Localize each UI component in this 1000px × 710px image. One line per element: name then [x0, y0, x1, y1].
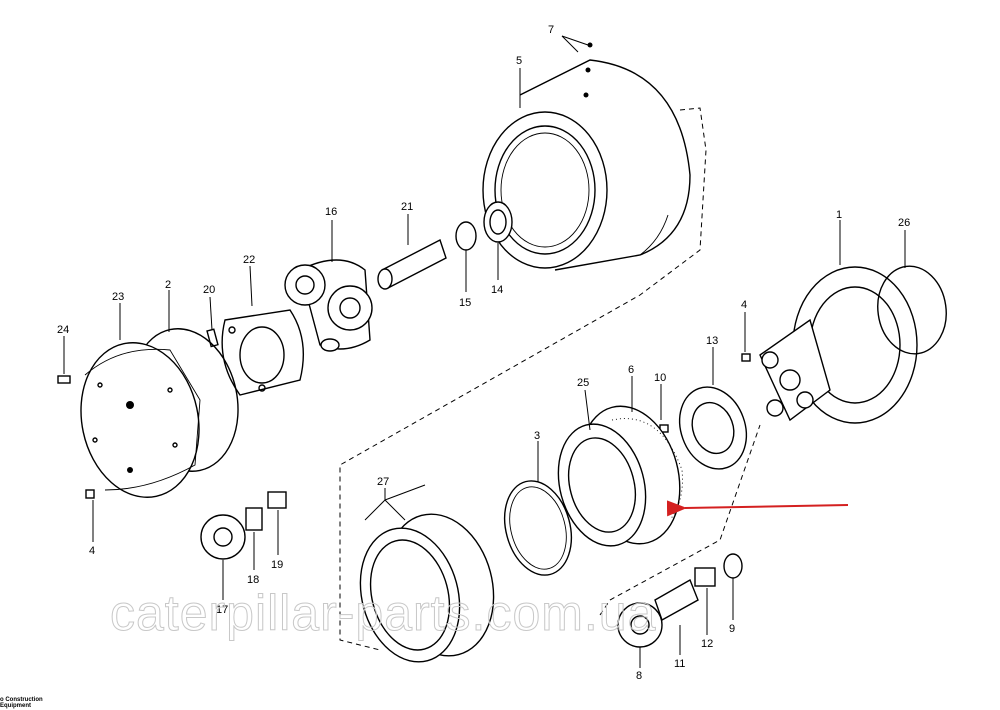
- label-6: 6: [628, 364, 634, 376]
- bolt-4-right: [741, 353, 751, 362]
- label-4-left: 4: [89, 545, 95, 557]
- motor-housing-1: [759, 266, 918, 424]
- bushing-12: [694, 567, 716, 587]
- pin-20: [206, 328, 219, 348]
- lock-ring-3: [503, 480, 573, 576]
- bolts-7: [583, 42, 593, 98]
- label-21: 21: [401, 201, 413, 213]
- label-2: 2: [165, 279, 171, 291]
- watermark-text: caterpillar-parts.com.ua: [110, 585, 656, 641]
- red-pointer-arrow: [666, 500, 849, 517]
- floating-seal-27: [359, 513, 495, 663]
- shaft-11: [654, 578, 699, 622]
- label-5: 5: [516, 55, 522, 67]
- snap-ring-15: [455, 221, 477, 251]
- footer-line-2: Equipment: [0, 703, 31, 709]
- label-16: 16: [325, 206, 337, 218]
- cover-plate-13: [678, 386, 748, 470]
- label-23: 23: [112, 291, 124, 303]
- label-20: 20: [203, 284, 215, 296]
- leader-lines: [63, 35, 906, 668]
- planet-carrier-16: [284, 259, 373, 352]
- label-15: 15: [459, 297, 471, 309]
- label-9: 9: [729, 623, 735, 635]
- needle-bearing-18: [245, 507, 263, 531]
- label-10: 10: [654, 372, 666, 384]
- label-26: 26: [898, 217, 910, 229]
- bushing-19: [267, 491, 287, 509]
- assembly-dash-upper: [339, 107, 707, 651]
- label-1: 1: [836, 209, 842, 221]
- label-4-right: 4: [741, 299, 747, 311]
- label-11: 11: [674, 658, 685, 670]
- label-14: 14: [491, 284, 503, 296]
- planet-gear-17: [200, 514, 246, 560]
- label-25: 25: [577, 377, 589, 389]
- label-8: 8: [636, 670, 642, 682]
- footer-line-1: o Construction: [0, 697, 43, 703]
- label-19: 19: [271, 559, 283, 571]
- sun-gear-14: [483, 201, 513, 243]
- bolt-24: [57, 375, 71, 384]
- label-18: 18: [247, 574, 259, 586]
- label-17: 17: [216, 604, 228, 616]
- washer-9: [723, 553, 743, 579]
- assembly-dash-lower: [599, 424, 761, 616]
- thrust-plate-22: [221, 309, 305, 396]
- label-13: 13: [706, 335, 718, 347]
- bearing-25: [557, 405, 681, 547]
- label-27: 27: [377, 476, 389, 488]
- part-number-labels: 1 2 3 4 4 5 6 7 8 9 10 11 12 13 14 15 16…: [57, 24, 910, 682]
- label-22: 22: [243, 254, 255, 266]
- cover-23: [80, 342, 201, 498]
- label-7: 7: [548, 24, 554, 36]
- o-ring-26: [877, 265, 947, 355]
- bolt-4-left: [85, 489, 95, 499]
- label-12: 12: [701, 638, 713, 650]
- label-24: 24: [57, 324, 69, 336]
- shaft-21: [377, 239, 447, 290]
- ring-gear-housing: [482, 59, 691, 271]
- label-3: 3: [534, 430, 540, 442]
